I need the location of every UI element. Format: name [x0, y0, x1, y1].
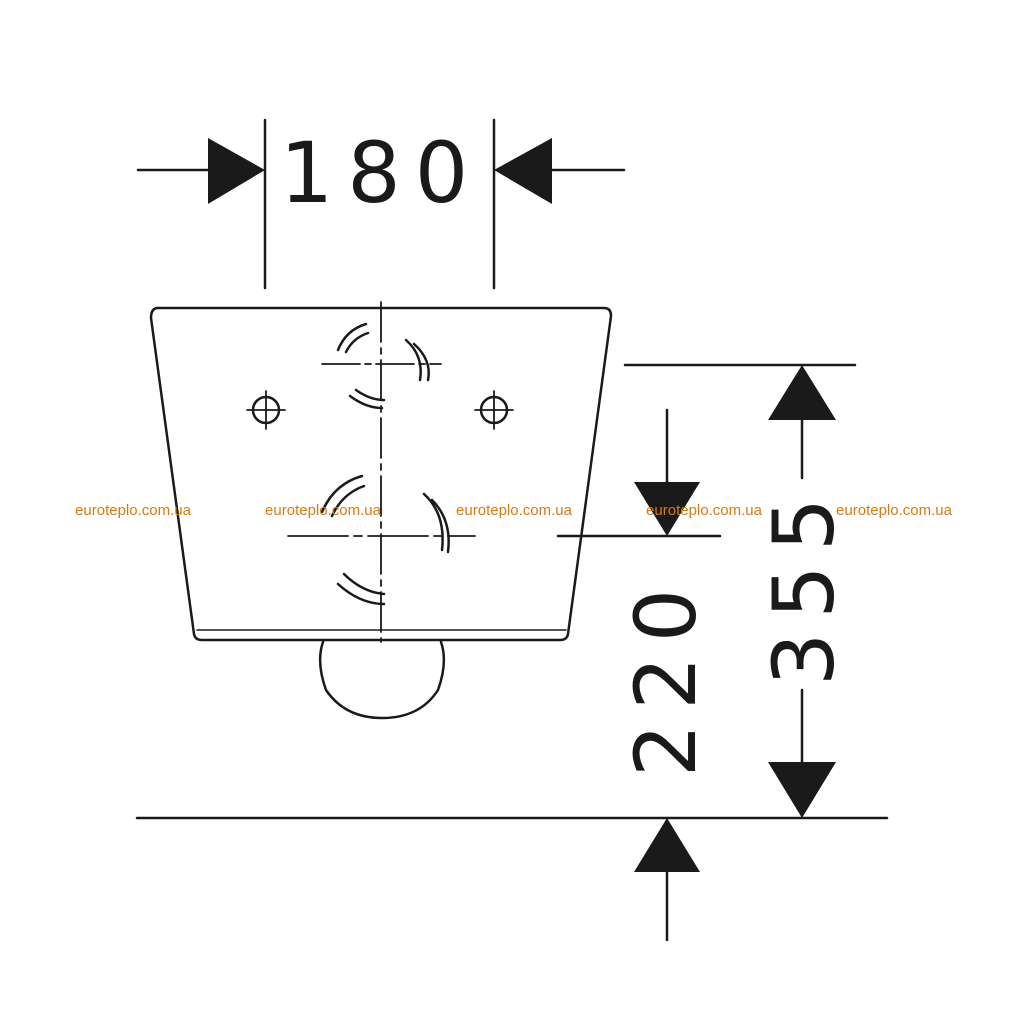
lower-arc-bottom-inner — [342, 572, 386, 596]
bowl-front-view — [149, 301, 613, 720]
watermark-text: euroteplo.com.ua — [646, 502, 763, 519]
fixing-height-dimension — [556, 408, 722, 942]
upper-arc-bottom — [348, 394, 384, 410]
width-dimension — [136, 118, 626, 290]
bowl-outline — [149, 306, 613, 642]
watermark-text: euroteplo.com.ua — [75, 502, 192, 519]
upper-arc-right — [404, 338, 422, 382]
total-height-dimension — [623, 363, 857, 818]
lower-arc-bottom — [336, 582, 386, 606]
fixing-arrow-top — [634, 482, 700, 536]
upper-arc-bottom-inner — [354, 388, 386, 402]
total-arrow-top — [768, 365, 836, 420]
watermark-text: euroteplo.com.ua — [836, 502, 953, 519]
upper-arc-top-left — [336, 322, 368, 352]
lower-arc-top-left-inner — [330, 484, 366, 518]
fixing-hole-right-icon — [474, 390, 514, 430]
upper-arc-right-inner — [412, 342, 430, 382]
width-arrow-left — [208, 138, 265, 204]
lower-arc-right-inner — [430, 498, 450, 554]
total-height-label: 355 — [755, 484, 853, 686]
width-arrow-right — [494, 138, 552, 204]
watermark-text: euroteplo.com.ua — [265, 502, 382, 519]
fixing-height-label: 220 — [617, 575, 715, 777]
watermark-row: euroteplo.com.ua euroteplo.com.ua eurote… — [75, 502, 953, 519]
lower-arc-right — [422, 492, 444, 552]
total-arrow-bottom — [768, 762, 836, 818]
upper-arc-top-left-inner — [344, 331, 370, 354]
fixing-arrow-bottom — [634, 818, 700, 872]
lower-arc-top-left — [320, 474, 364, 514]
trap-outline — [318, 640, 446, 720]
watermark-text: euroteplo.com.ua — [456, 502, 573, 519]
width-label: 180 — [280, 124, 482, 222]
fixing-hole-left-icon — [246, 390, 286, 430]
